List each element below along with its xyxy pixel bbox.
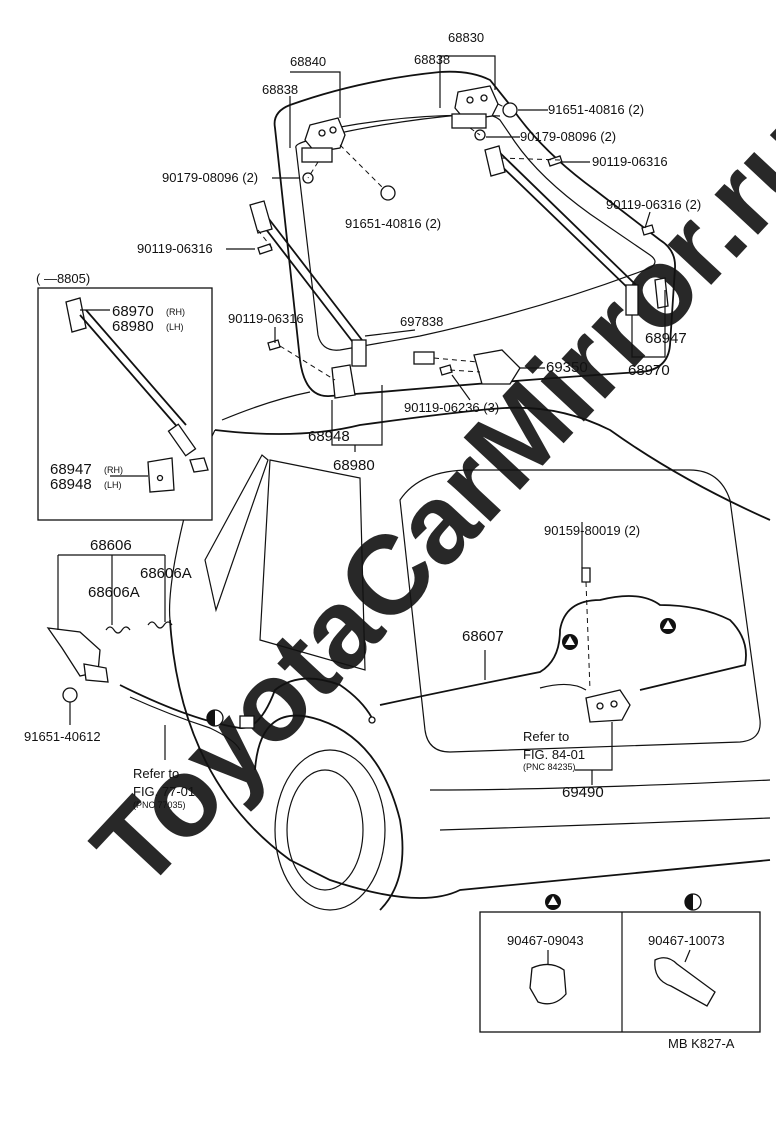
label-90119-06316-right-2: 90119-06316 (2) — [606, 197, 701, 212]
clip-marker-triangle-2 — [660, 618, 676, 634]
legend-part-90467-10073: 90467-10073 — [648, 933, 725, 948]
body-quarter-window — [259, 459, 366, 671]
footer-code: MB K827-A — [668, 1036, 735, 1051]
inset-label-68947: 68947 — [50, 461, 92, 478]
label-90119-06316-right: 90119-06316 — [592, 154, 668, 169]
marker-b-1 — [502, 102, 518, 118]
car-body — [168, 406, 771, 911]
label-90119-06316-mid: 90119-06316 — [228, 311, 304, 326]
back-door-stays — [249, 145, 669, 367]
hinge-left — [301, 117, 346, 163]
cable-lever-to-lid — [119, 677, 373, 729]
hinge-right — [451, 85, 499, 129]
wheel-arch — [254, 714, 404, 911]
stay-brackets — [331, 349, 521, 399]
label-68838-right: 68838 — [414, 52, 450, 67]
label-90119-06316-left: 90119-06316 — [137, 241, 213, 256]
label-68970-right: 68970 — [628, 362, 670, 379]
rear-wheel-inner — [286, 769, 364, 891]
cable-68607 — [379, 595, 747, 706]
rear-wheel — [274, 749, 386, 911]
label-68840: 68840 — [290, 54, 326, 69]
inset-stay-detail: ( —8805) 68970 (RH) 68980 (LH) 68947 (RH… — [36, 271, 213, 521]
cable-lever-to-door — [129, 696, 241, 751]
label-90119-06236: 90119-06236 (3) — [404, 400, 499, 415]
body-bumper — [429, 779, 771, 831]
refer-left-line2: FIG. 77-01 — [133, 784, 195, 799]
door-outer-outline — [273, 70, 676, 397]
legend-triangle-icon — [545, 894, 561, 910]
clip-10073-drawing — [654, 957, 716, 1007]
label-91651-40816-right: 91651-40816 (2) — [548, 102, 644, 117]
label-90179-08096-left: 90179-08096 (2) — [162, 170, 258, 185]
label-91651-40816-left: 91651-40816 (2) — [345, 216, 441, 231]
label-68830: 68830 — [448, 30, 484, 45]
inset-label-68948-side: (LH) — [104, 480, 122, 490]
refer-right-line3: (PNC 84235) — [523, 762, 576, 772]
body-rear-door-window — [204, 454, 269, 613]
label-90179-08096-right: 90179-08096 (2) — [520, 129, 616, 144]
label-68838-left: 68838 — [262, 82, 298, 97]
clip-legend: 90467-09043 90467-10073 — [479, 893, 761, 1033]
part-labels: 68830 68838 68840 68838 91651-40816 (2) … — [24, 30, 701, 810]
inset-label-68970: 68970 — [112, 303, 154, 320]
opener-lever-68606 — [46, 621, 173, 683]
label-90159-80019: 90159-80019 (2) — [544, 523, 640, 538]
label-68606A-mid: 68606A — [88, 584, 140, 601]
refer-left-line3: (PNC 77035) — [133, 800, 186, 810]
inset-label-68980: 68980 — [112, 318, 154, 335]
label-leaders — [57, 55, 666, 785]
marker-b-2 — [380, 185, 396, 201]
cables — [119, 595, 747, 751]
inset-label-68948: 68948 — [50, 476, 92, 493]
label-68948: 68948 — [308, 428, 350, 445]
inset-label-68970-side: (RH) — [166, 307, 185, 317]
marker-b-3 — [62, 687, 78, 703]
body-side-lower — [169, 619, 771, 899]
lock-assembly-69490 — [539, 683, 631, 723]
body-rear-opening — [399, 469, 761, 753]
inset-label-68947-side: (RH) — [104, 465, 123, 475]
label-68947-right: 68947 — [645, 330, 687, 347]
label-68980: 68980 — [333, 457, 375, 474]
label-91651-40612: 91651-40612 — [24, 729, 101, 744]
body-roof-outline — [214, 406, 771, 521]
label-68606A-top: 68606A — [140, 565, 192, 582]
label-69490: 69490 — [562, 784, 604, 801]
clip-marker-triangle-1 — [562, 634, 578, 650]
clip-marker-halfcircle — [206, 709, 224, 727]
refer-right-line1: Refer to — [523, 729, 569, 744]
label-68607: 68607 — [462, 628, 504, 645]
label-69350: 69350 — [546, 359, 588, 376]
refer-left-line1: Refer to — [133, 766, 179, 781]
door-inner-outline — [295, 113, 656, 351]
label-68606: 68606 — [90, 537, 132, 554]
inset-range-label: ( —8805) — [36, 271, 90, 286]
inset-label-68980-side: (LH) — [166, 322, 184, 332]
legend-part-90467-09043: 90467-09043 — [507, 933, 584, 948]
legend-halfcircle-icon — [684, 893, 702, 911]
dashed-leaders — [257, 103, 591, 691]
clip-09043-drawing — [529, 963, 567, 1005]
label-697838: 697838 — [400, 314, 443, 329]
refer-right-line2: FIG. 84-01 — [523, 747, 585, 762]
